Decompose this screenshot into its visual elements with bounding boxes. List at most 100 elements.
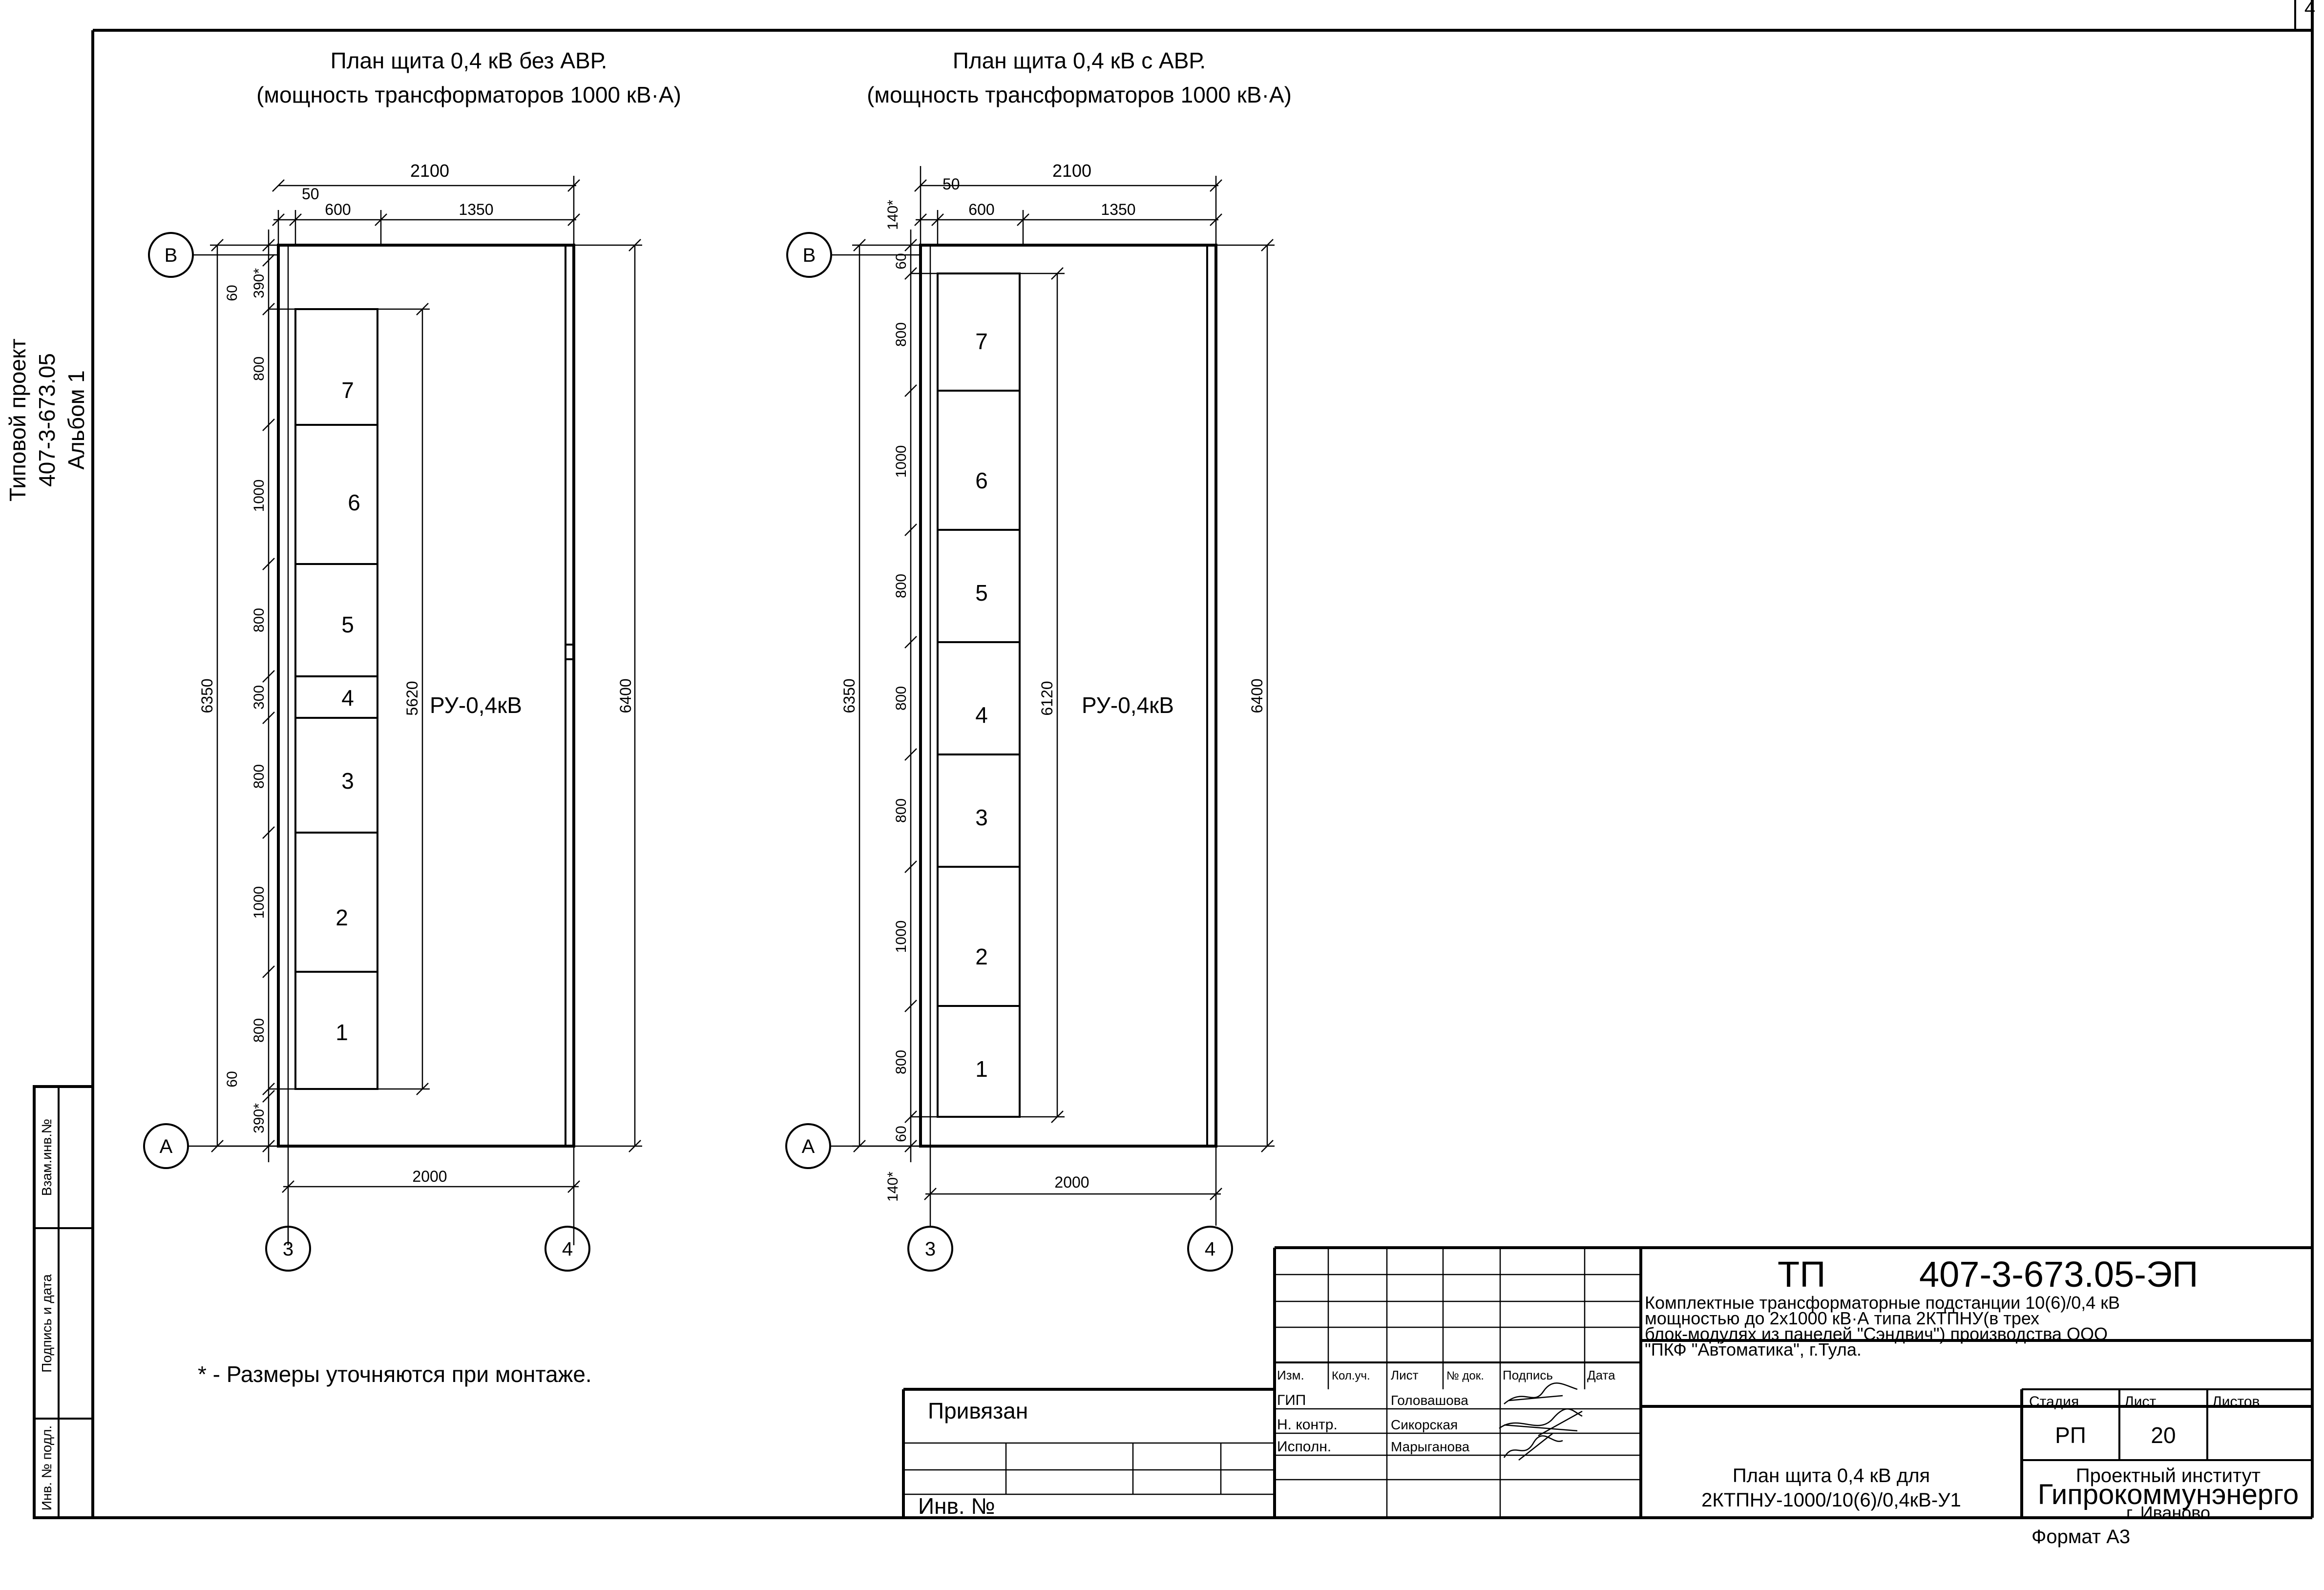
svg-text:50: 50 <box>302 185 319 203</box>
signature <box>1503 1433 1563 1461</box>
plan-title: План щита 0,4 кВ без АВР. <box>331 48 607 73</box>
project-stamp: Типовой проект 407-3-673.05 Альбом 1 <box>5 338 89 502</box>
svg-text:800: 800 <box>893 574 909 598</box>
signature <box>1499 1408 1583 1437</box>
svg-text:407-3-673.05: 407-3-673.05 <box>34 353 60 487</box>
svg-text:6350: 6350 <box>198 678 216 713</box>
svg-text:ГИП: ГИП <box>1277 1392 1306 1408</box>
axis-label: 3 <box>925 1238 936 1260</box>
panel-number: 6 <box>348 490 360 515</box>
code-prefix: ТП <box>1778 1254 1825 1295</box>
panel-number: 2 <box>975 944 988 969</box>
svg-text:300: 300 <box>251 685 267 710</box>
svg-text:800: 800 <box>893 798 909 823</box>
svg-text:Изм.: Изм. <box>1277 1368 1304 1382</box>
plan-subtitle: (мощность трансформаторов 1000 кВ·А) <box>867 82 1292 107</box>
svg-text:Альбом 1: Альбом 1 <box>63 370 89 469</box>
svg-text:Головашова: Головашова <box>1391 1393 1468 1408</box>
panel-number: 7 <box>341 377 354 403</box>
plan-with-ats: План щита 0,4 кВ с АВР. (мощность трансф… <box>785 48 1292 1272</box>
panel-number: 7 <box>975 329 988 354</box>
svg-text:390*: 390* <box>251 1103 267 1133</box>
svg-text:Лист: Лист <box>2124 1394 2156 1410</box>
svg-text:Подпись и дата: Подпись и дата <box>39 1274 54 1373</box>
panel-number: 1 <box>335 1020 348 1045</box>
panel-number: 4 <box>975 702 988 728</box>
svg-text:140*: 140* <box>885 200 901 230</box>
svg-text:6120: 6120 <box>1038 681 1056 715</box>
svg-text:Стадия: Стадия <box>2029 1394 2079 1410</box>
svg-text:600: 600 <box>968 201 994 218</box>
svg-text:2000: 2000 <box>412 1168 447 1185</box>
svg-text:блок-модулях из панелей "Сэндв: блок-модулях из панелей "Сэндвич") произ… <box>1645 1324 2108 1344</box>
svg-text:60: 60 <box>893 1126 909 1142</box>
svg-text:140*: 140* <box>885 1172 901 1202</box>
svg-text:60: 60 <box>224 1071 240 1087</box>
drawing-title: План щита 0,4 кВ для <box>1733 1465 1930 1486</box>
svg-text:мощностью до 2х1000 кВ·А типа: мощностью до 2х1000 кВ·А типа 2КТПНУ(в т… <box>1645 1308 2039 1328</box>
svg-text:Листов: Листов <box>2212 1394 2260 1410</box>
axis-label: В <box>165 245 178 266</box>
panel-number: 2 <box>335 905 348 930</box>
svg-text:800: 800 <box>251 1018 267 1043</box>
panel-number: 4 <box>341 685 354 711</box>
plan-title: План щита 0,4 кВ с АВР. <box>953 48 1206 73</box>
svg-text:2100: 2100 <box>1052 161 1091 181</box>
svg-text:5620: 5620 <box>403 681 421 715</box>
svg-text:"ПКФ "Автоматика", г.Тула.: "ПКФ "Автоматика", г.Тула. <box>1645 1339 1862 1360</box>
svg-text:1350: 1350 <box>1101 201 1135 218</box>
svg-text:Марыганова: Марыганова <box>1391 1439 1470 1454</box>
panel-number: 5 <box>975 580 988 606</box>
axis-label: А <box>802 1136 815 1157</box>
svg-text:1000: 1000 <box>251 886 267 919</box>
svg-text:2100: 2100 <box>410 161 449 181</box>
svg-text:800: 800 <box>893 1050 909 1074</box>
svg-text:1000: 1000 <box>251 480 267 512</box>
axis-label: В <box>803 245 816 266</box>
format-label: Формат А3 <box>2031 1526 2130 1548</box>
svg-text:50: 50 <box>942 175 960 193</box>
stage-value: РП <box>2055 1423 2086 1448</box>
svg-text:800: 800 <box>251 608 267 632</box>
svg-text:Дата: Дата <box>1587 1368 1615 1382</box>
svg-text:Взам.инв.№: Взам.инв.№ <box>39 1119 54 1196</box>
plan-subtitle: (мощность трансформаторов 1000 кВ·А) <box>256 82 681 107</box>
switchgear-label: РУ-0,4кВ <box>1082 692 1174 718</box>
svg-text:Типовой проект: Типовой проект <box>5 338 30 502</box>
svg-text:№ док.: № док. <box>1446 1369 1484 1382</box>
svg-text:6350: 6350 <box>840 678 858 713</box>
svg-text:390*: 390* <box>251 268 267 298</box>
svg-text:Привязан: Привязан <box>928 1398 1028 1423</box>
svg-text:Кол.уч.: Кол.уч. <box>1332 1369 1370 1382</box>
switchgear-label: РУ-0,4кВ <box>430 692 522 718</box>
svg-text:Сикорская: Сикорская <box>1391 1417 1458 1432</box>
svg-text:Н. контр.: Н. контр. <box>1277 1417 1338 1433</box>
axis-label: 4 <box>562 1238 573 1260</box>
title-block: Изм. Кол.уч. Лист № док. Подпись Дата ГИ… <box>902 1246 2312 1523</box>
org-city: г. Иваново <box>2126 1503 2210 1523</box>
sheet-value: 20 <box>2151 1423 2176 1448</box>
svg-text:1000: 1000 <box>893 445 909 478</box>
svg-text:Исполн.: Исполн. <box>1277 1439 1331 1455</box>
drawing-title: 2КТПНУ-1000/10(6)/0,4кВ-У1 <box>1701 1489 1961 1511</box>
svg-text:Лист: Лист <box>1391 1368 1419 1382</box>
note: * - Размеры уточняются при монтаже. <box>198 1361 592 1387</box>
svg-text:60: 60 <box>893 253 909 269</box>
document-code: 407-3-673.05-ЭП <box>1919 1254 2198 1295</box>
panel-number: 3 <box>975 805 988 830</box>
svg-text:6400: 6400 <box>617 678 634 713</box>
svg-text:800: 800 <box>893 322 909 347</box>
svg-text:1000: 1000 <box>893 921 909 953</box>
svg-text:600: 600 <box>325 201 351 218</box>
plan-without-ats: План щита 0,4 кВ без АВР. (мощность тран… <box>143 48 681 1272</box>
org-name: Гипрокоммунэнерго <box>2038 1479 2299 1510</box>
svg-text:Комплектные трансформаторные п: Комплектные трансформаторные подстанции … <box>1645 1293 2120 1313</box>
svg-text:2000: 2000 <box>1054 1173 1089 1191</box>
axis-label: 3 <box>283 1238 293 1260</box>
sheet-number: 4 <box>2304 0 2315 19</box>
panel-number: 6 <box>975 468 988 493</box>
panel-number: 1 <box>975 1056 988 1082</box>
svg-text:1350: 1350 <box>459 201 493 218</box>
panel-number: 5 <box>341 612 354 637</box>
panel-number: 3 <box>341 768 354 794</box>
